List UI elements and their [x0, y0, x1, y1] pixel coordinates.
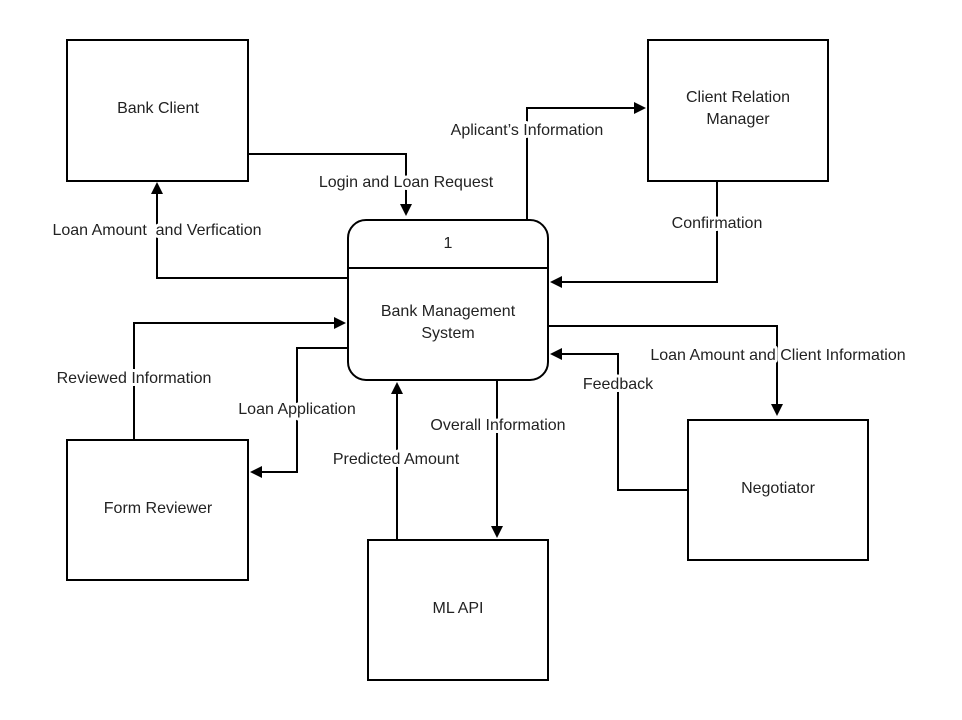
entity-label: Form Reviewer [104, 500, 213, 517]
process-box [347, 219, 549, 381]
flow-label-loan-application: Loan Application [238, 401, 355, 418]
arrowhead-applicant-information [634, 102, 646, 114]
flow-label-loan-amount-verification: Loan Amount and Verfication [52, 222, 261, 239]
edge-login-loan-request [248, 153, 407, 204]
entity-box [66, 39, 249, 182]
flow-label-applicant-information: Aplicant’s Information [451, 122, 604, 139]
edge-feedback [562, 353, 688, 491]
entity-form-reviewer: Form Reviewer [66, 439, 249, 581]
arrowhead-login-loan-request [400, 204, 412, 216]
arrowhead-confirmation [550, 276, 562, 288]
arrowhead-loan-amount-client-information [771, 404, 783, 416]
entity-box [66, 439, 249, 581]
entity-label-line-2: Manager [706, 111, 770, 128]
flow-labels: Login and Loan Request Loan Amount and V… [49, 119, 908, 471]
flow-label-login-loan-request: Login and Loan Request [319, 174, 494, 191]
arrowhead-predicted-amount [391, 382, 403, 394]
flow-label-loan-amount-client-information: Loan Amount and Client Information [650, 347, 905, 364]
entity-box [647, 39, 829, 182]
entity-bank-client: Bank Client [66, 39, 249, 182]
entity-ml-api: ML API [367, 539, 549, 681]
edge-loan-amount-verification [156, 194, 348, 279]
flow-lines [133, 102, 783, 540]
entity-label: ML API [433, 600, 484, 617]
flow-label-confirmation: Confirmation [672, 215, 763, 232]
flow-label-reviewed-information: Reviewed Information [57, 370, 212, 387]
entity-box [687, 419, 869, 561]
edge-confirmation [562, 181, 718, 283]
flow-label-feedback: Feedback [583, 376, 654, 393]
arrowhead-overall-information [491, 526, 503, 538]
edge-reviewed-information [133, 322, 334, 440]
process-title-line-2: System [421, 325, 474, 342]
flow-label-predicted-amount: Predicted Amount [333, 451, 460, 468]
entity-label: Bank Client [117, 100, 199, 117]
process-title-line-1: Bank Management [381, 303, 516, 320]
arrowhead-loan-application [250, 466, 262, 478]
entity-label: Negotiator [741, 480, 815, 497]
edge-applicant-information [526, 107, 634, 220]
arrowhead-feedback [550, 348, 562, 360]
entity-client-relation-manager: Client Relation Manager [647, 39, 829, 182]
arrowhead-loan-amount-verification [151, 182, 163, 194]
entity-box [367, 539, 549, 681]
process-number: 1 [444, 235, 453, 252]
entity-negotiator: Negotiator [687, 419, 869, 561]
flow-label-overall-information: Overall Information [430, 417, 565, 434]
entity-label-line-1: Client Relation [686, 89, 790, 106]
arrowhead-reviewed-information [334, 317, 346, 329]
process-bank-management-system: 1 Bank Management System [347, 219, 549, 381]
edge-loan-application [262, 347, 348, 473]
edge-loan-amount-client-information [548, 325, 778, 404]
